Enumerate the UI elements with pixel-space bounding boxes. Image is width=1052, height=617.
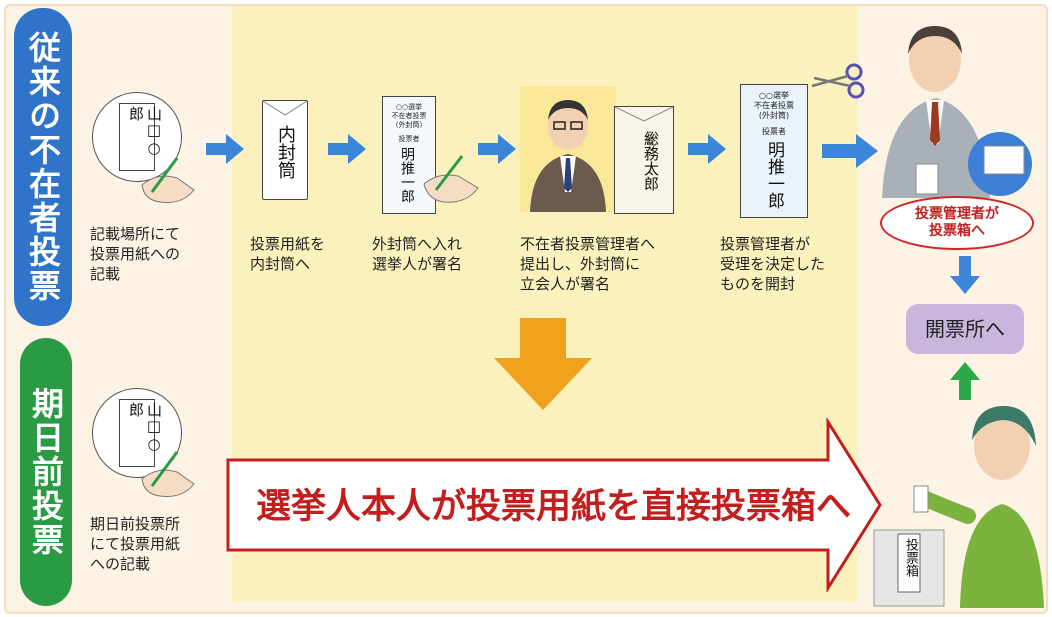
ballot-name-2: 山□○郎 xyxy=(127,402,163,453)
counting-station-box: 開票所へ xyxy=(906,304,1024,354)
opened-envelope-header: ○○選挙 不在者投票 (外封筒) xyxy=(754,91,794,120)
step5-caption: 投票管理者が 受理を決定した ものを開封 xyxy=(720,235,826,293)
witness-envelope-icon: 立会人 総務太郎 xyxy=(614,106,674,214)
witness-name: 総務太郎 xyxy=(642,131,660,191)
manager-ballot-box-bubble: 投票管理者が 投票箱へ xyxy=(880,196,1034,250)
opened-envelope-sub: 投票者 xyxy=(762,127,786,136)
inner-envelope-label: 内封筒 xyxy=(275,125,296,179)
ballot-box-label: 投票箱 xyxy=(903,538,918,577)
opened-envelope-name: 明推一郎 xyxy=(764,141,784,209)
official-person-icon xyxy=(530,100,606,212)
scissors-icon xyxy=(811,63,865,99)
ballot-circle-top: 山□○郎 xyxy=(92,92,182,182)
traditional-absentee-label: 従来の不在者投票 xyxy=(14,8,72,326)
manager-person-icon xyxy=(882,26,1032,198)
step-arrow-4 xyxy=(688,134,726,164)
up-arrow-green xyxy=(950,362,980,400)
opened-envelope-icon: ○○選挙 不在者投票 (外封筒) 投票者 明推一郎 xyxy=(740,84,808,218)
outer-envelope-header: ○○選挙 不在者投票 (外封筒) xyxy=(391,103,427,129)
voter-woman-icon xyxy=(873,406,1044,608)
step-arrow-5 xyxy=(822,134,878,168)
witness-label: 立会人 xyxy=(646,131,654,152)
outer-envelope-sub: 投票者 xyxy=(398,135,420,143)
outer-envelope-name: 明推一郎 xyxy=(399,147,415,203)
ballot-circle-bottom: 山□○郎 xyxy=(92,388,182,478)
step-arrow-3 xyxy=(478,134,516,164)
down-arrow-blue xyxy=(950,256,980,294)
step3-caption: 外封筒へ入れ 選挙人が署名 xyxy=(372,235,463,273)
writing-hand-icon-2 xyxy=(141,451,195,497)
step1-caption: 記載場所にて 投票用紙への 記載 xyxy=(90,225,181,283)
inner-envelope-icon: 内封筒 xyxy=(262,100,308,200)
big-right-arrow xyxy=(226,418,882,592)
writing-hand-icon xyxy=(141,157,195,203)
outer-envelope-icon: ○○選挙 不在者投票 (外封筒) 投票者 明推一郎 xyxy=(382,96,436,214)
early-voting-caption: 期日前投票所 にて投票用紙 への記載 xyxy=(90,515,181,573)
step2-caption: 投票用紙を 内封筒へ xyxy=(250,235,326,273)
step-arrow-1 xyxy=(206,134,244,164)
early-voting-label: 期日前投票 xyxy=(20,338,72,606)
step-arrow-2 xyxy=(328,134,366,164)
ballot-paper-icon-2: 山□○郎 xyxy=(119,399,163,467)
ballot-name: 山□○郎 xyxy=(127,106,163,157)
big-down-arrow xyxy=(494,318,592,410)
direct-ballot-text: 選挙人本人が投票用紙を直接投票箱へ xyxy=(256,487,852,527)
step4-caption: 不在者投票管理者へ 提出し、外封筒に 立会人が署名 xyxy=(520,235,656,293)
signing-hand-icon xyxy=(423,155,479,203)
ballot-paper-icon: 山□○郎 xyxy=(119,103,163,171)
